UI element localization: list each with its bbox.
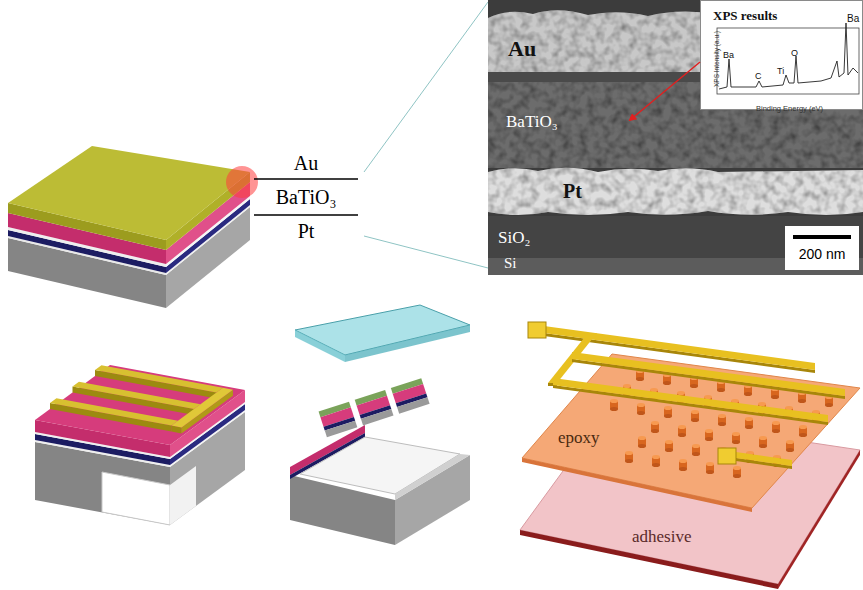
text-slot: adhesive	[632, 527, 691, 547]
text-slot: epoxy	[558, 428, 600, 448]
text-slot: BaTiO₃	[506, 112, 558, 132]
text-label: epoxy	[558, 428, 600, 447]
text-label: 200 nm	[799, 246, 846, 262]
text-slot: 200 nm	[799, 245, 846, 263]
stack-label-slot: Au	[294, 152, 318, 175]
sem-image	[488, 0, 863, 275]
text-label: C	[755, 71, 762, 81]
layer-label: BaTiO₃	[276, 186, 337, 208]
text-label: Si	[504, 255, 517, 271]
layer-label: Pt	[298, 220, 315, 242]
gold-electrode	[528, 322, 845, 469]
text-slot: Binding Energy (eV)	[756, 97, 823, 115]
text-slot: Pt	[563, 180, 582, 203]
transfer-step	[290, 305, 470, 545]
stack-label-slot: BaTiO₃	[276, 186, 337, 209]
text-label: Ti	[777, 66, 784, 76]
plot-frame	[717, 28, 859, 94]
text-label: Binding Energy (eV)	[756, 104, 823, 113]
text-label: XPS Intensity (a.u.)	[713, 31, 720, 87]
text-label: Au	[508, 36, 536, 61]
vias	[610, 369, 833, 478]
pointer-arrow	[630, 62, 700, 120]
xps-spectrum	[719, 23, 858, 89]
text-slot: Ti	[777, 60, 784, 78]
text-slot: Ba	[723, 44, 734, 62]
layer-face	[520, 412, 860, 584]
layered-block	[8, 146, 258, 308]
text-label: Ba	[847, 13, 859, 24]
layer-face	[778, 450, 860, 589]
text-slot: XPS Intensity (a.u.)	[705, 31, 723, 87]
layer-label: Au	[294, 152, 318, 174]
epoxy-layer: epoxy	[518, 350, 862, 513]
text-slot: Au	[508, 36, 536, 61]
text-slot: C	[755, 65, 762, 83]
text-label: SiO₂	[498, 228, 530, 247]
scale-line	[793, 235, 851, 239]
stack-label-slot: Pt	[298, 220, 315, 243]
text-slot: O	[791, 42, 798, 60]
text-label: BaTiO₃	[506, 112, 558, 131]
text-label: Ba	[723, 50, 734, 60]
text-slot: Ba	[847, 8, 859, 26]
text-label: O	[791, 48, 798, 58]
text-slot: SiO₂	[498, 228, 530, 248]
scale-bar: 200 nm	[785, 226, 859, 270]
text-label: XPS results	[713, 8, 777, 23]
xps-inset: XPS resultsXPS Intensity (a.u.) Binding E…	[700, 0, 863, 110]
text-label: Pt	[563, 180, 582, 202]
electrode-block	[35, 365, 245, 525]
text-slot: XPS results	[713, 6, 777, 24]
sem-panel: AuBaTiO₃ PtSiO₂ Si XPS resultsXPS Intensity…	[488, 0, 863, 275]
text-slot: Si	[504, 254, 517, 272]
text-label: adhesive	[632, 527, 691, 546]
